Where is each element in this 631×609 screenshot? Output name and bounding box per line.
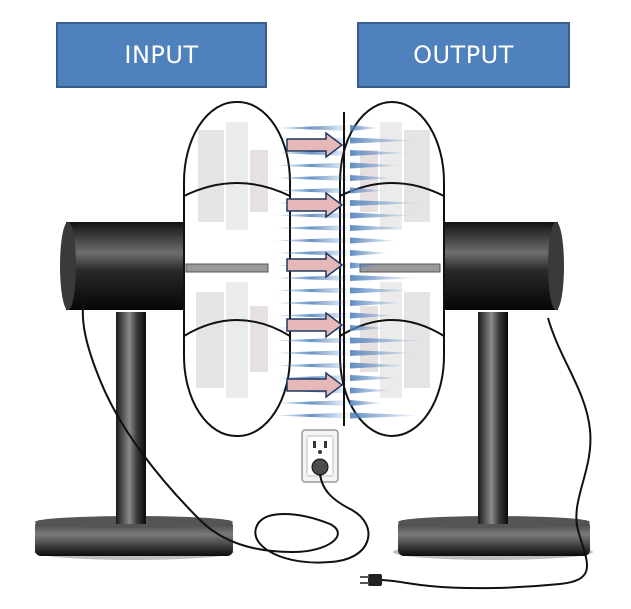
arrow-right-icon xyxy=(286,251,344,279)
airflow-streak xyxy=(272,300,350,306)
airflow-streak xyxy=(272,162,350,169)
input-fan-blades xyxy=(196,122,268,398)
input-fan xyxy=(183,101,291,437)
airflow-streak xyxy=(272,187,350,194)
input-fan-stand xyxy=(34,222,234,560)
airflow-streak xyxy=(272,400,350,406)
power-plug-icon xyxy=(360,574,382,586)
airflow-streak xyxy=(350,387,392,394)
input-fan-cage-band-bottom xyxy=(183,319,291,337)
airflow-streak xyxy=(350,262,382,269)
airflow-streak xyxy=(272,125,350,131)
output-stand-base xyxy=(398,520,590,556)
airflow-streak xyxy=(350,337,424,344)
airflow-streak xyxy=(350,275,419,281)
arrow-right-icon xyxy=(286,311,344,339)
output-fan-stand xyxy=(393,222,593,560)
airflow-streak xyxy=(350,287,411,294)
airflow-streak xyxy=(350,175,393,181)
input-fan-cage-band-top xyxy=(183,182,291,197)
airflow-streak xyxy=(350,200,422,206)
airflow-streak xyxy=(272,225,350,231)
airflow-arrows xyxy=(286,131,344,399)
input-label: INPUT xyxy=(56,22,267,88)
input-power-cord xyxy=(81,297,370,564)
airflow-streak xyxy=(350,312,395,319)
input-fan-axle xyxy=(185,263,269,273)
airflow-streak xyxy=(272,337,350,344)
airflow-streak xyxy=(350,225,406,231)
airflow-streak xyxy=(272,175,350,181)
input-stand-base xyxy=(35,520,233,556)
airflow-streak xyxy=(350,362,408,369)
airflow-streak xyxy=(272,362,350,369)
airflow-streak xyxy=(350,400,384,406)
arrow-right-icon xyxy=(286,191,344,219)
airflow-streak xyxy=(350,412,421,419)
arrow-right-icon xyxy=(286,131,344,159)
airflow-streak xyxy=(350,137,417,144)
airflow-streak xyxy=(350,162,401,169)
airflow-streak xyxy=(350,250,390,256)
input-plug-head xyxy=(311,458,329,476)
airflow-streak xyxy=(272,350,350,356)
output-motor-endcap xyxy=(548,222,564,310)
airflow-streak xyxy=(350,125,380,131)
airflow-streak xyxy=(350,187,385,194)
airflow-streak xyxy=(350,212,414,219)
airflow-streak xyxy=(272,237,350,244)
output-label: OUTPUT xyxy=(357,22,570,88)
power-outlet-icon xyxy=(301,429,339,483)
output-stand-pole xyxy=(478,312,508,524)
output-motor-housing xyxy=(436,222,558,310)
output-fan-axle xyxy=(359,263,441,273)
input-stand-pole xyxy=(116,312,146,524)
input-motor-endcap xyxy=(60,222,76,310)
airflow-streak xyxy=(272,287,350,294)
airflow-streak xyxy=(350,150,409,156)
airflow-streak xyxy=(272,250,350,256)
airflow-streak xyxy=(350,300,403,306)
arrow-right-icon xyxy=(286,371,344,399)
airflow-streak xyxy=(350,237,398,244)
airflow-streak xyxy=(350,325,387,331)
airflow-streak xyxy=(272,412,350,419)
airflow-streak xyxy=(350,350,416,356)
airflow-streak xyxy=(272,275,350,281)
input-motor-housing xyxy=(66,222,194,310)
airflow-streak xyxy=(350,375,400,381)
output-power-cord xyxy=(379,317,592,590)
